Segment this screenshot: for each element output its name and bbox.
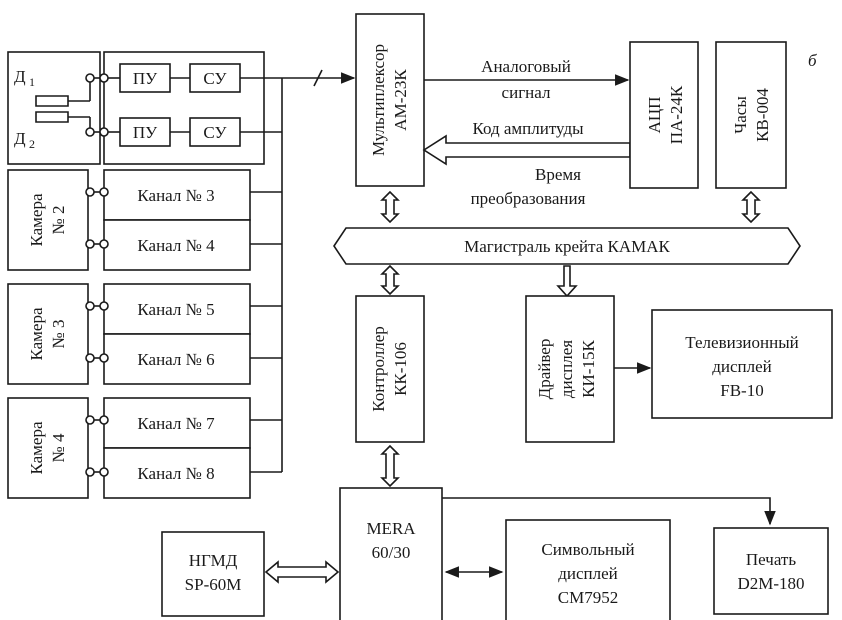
pu-box-1 — [119, 63, 171, 93]
camac-bus — [333, 227, 801, 265]
channel-8-box — [103, 447, 251, 499]
clock-bus-arrow — [741, 190, 761, 224]
camera-2-label-line2: № 2 — [49, 206, 68, 235]
printer-box — [713, 527, 829, 615]
sensor-d2-subscript: 2 — [29, 137, 35, 151]
ngmd-label-line1: НГМД — [189, 551, 238, 570]
camera-3-label-line1: Камера — [27, 307, 46, 360]
symbol-display-label-line3: CM7952 — [558, 588, 618, 607]
camera-3-label-line2: № 3 — [49, 320, 68, 349]
sensor-d1-subscript: 1 — [29, 75, 35, 89]
bus-controller-arrow — [380, 264, 400, 296]
pu-label-1: ПУ — [133, 69, 158, 88]
analog-signal-label-line2: сигнал — [502, 83, 551, 102]
symbol-display-box — [505, 519, 671, 620]
sensor-group: Д 1 Д 2 ПУ СУ ПУ СУ — [7, 51, 282, 165]
tv-display-label-line3: FB-10 — [720, 381, 763, 400]
channel-5-box — [103, 283, 251, 335]
mera-label-line1: MERA — [366, 519, 416, 538]
pu-label-2: ПУ — [133, 123, 158, 142]
channel-8-label: Канал № 8 — [137, 464, 214, 483]
ngmd-label-line2: SP-60M — [185, 575, 242, 594]
controller-label-line1: Контроллер — [369, 326, 388, 412]
tv-display-box — [651, 309, 833, 419]
camera-2-box — [7, 169, 89, 271]
controller-mera-arrow — [380, 444, 400, 488]
bus-driver-arrow — [556, 265, 578, 298]
amplitude-code-label: Код амплитуды — [472, 119, 584, 138]
ngmd-box — [161, 531, 265, 617]
conv-time-label-line1: Время — [535, 165, 581, 184]
detector-plate-1 — [35, 95, 69, 107]
channel-4-box — [103, 219, 251, 271]
multi-line-tick — [313, 69, 323, 87]
multiplexer-label-line2: АМ-23К — [391, 69, 410, 131]
conv-time-label-line2: преобразования — [471, 189, 586, 208]
ngmd-mera-arrow — [264, 560, 340, 584]
adc-label-line2: ПА-24К — [667, 85, 686, 144]
clock-label-line2: КВ-004 — [753, 88, 772, 142]
channel-5-label: Канал № 5 — [137, 300, 214, 319]
mera-label-line2: 60/30 — [372, 543, 411, 562]
controller-box — [355, 295, 425, 443]
printer-label-line1: Печать — [746, 550, 796, 569]
channel-4-label: Канал № 4 — [137, 236, 215, 255]
mera-box — [339, 487, 443, 620]
display-driver-label-line1: Драйвер — [535, 339, 554, 400]
multiplexer-label-line1: Мультиплексор — [369, 44, 388, 156]
display-driver-box — [525, 295, 615, 443]
adc-label-line1: АЦП — [645, 97, 664, 134]
channel-6-label: Канал № 6 — [137, 350, 214, 369]
display-driver-label-line3: КИ-15К — [579, 340, 598, 398]
sensor-box — [7, 51, 101, 165]
camera-3-box — [7, 283, 89, 385]
channel-3-box — [103, 169, 251, 221]
symbol-display-label-line2: дисплей — [558, 564, 618, 583]
sensor-d1-label: Д — [14, 67, 26, 86]
camera-4-label-line1: Камера — [27, 421, 46, 474]
clock-label-line1: Часы — [731, 96, 750, 134]
tv-display-label-line2: дисплей — [712, 357, 772, 376]
su-label-1: СУ — [203, 69, 227, 88]
mux-bus-arrow — [380, 190, 400, 224]
mera-printer-arrow — [442, 497, 776, 526]
printer-label-line2: D2M-180 — [737, 574, 804, 593]
camera-3-group: Камера № 3 Канал № 5 Канал № 6 — [7, 283, 282, 385]
camera-4-group: Камера № 4 Канал № 7 Канал № 8 — [7, 397, 282, 499]
display-driver-label-line2: дисплея — [557, 340, 576, 398]
analog-signal-label-line1: Аналоговый — [481, 57, 571, 76]
amplitude-code-arrow — [422, 134, 631, 166]
camera-2-group: Камера № 2 Канал № 3 Канал № 4 — [7, 169, 282, 271]
clock-box — [715, 41, 787, 189]
camac-bus-label: Магистраль крейта КАМАК — [464, 237, 670, 256]
adc-box — [629, 41, 699, 189]
camera-2-label-line1: Камера — [27, 193, 46, 246]
tv-display-label-line1: Телевизионный — [685, 333, 798, 352]
controller-label-line2: КК-106 — [391, 342, 410, 396]
channel-3-label: Канал № 3 — [137, 186, 214, 205]
channel-7-label: Канал № 7 — [137, 414, 215, 433]
sensor-d2-label: Д — [14, 129, 26, 148]
su-label-2: СУ — [203, 123, 227, 142]
channel-6-box — [103, 333, 251, 385]
symbol-display-label-line1: Символьный — [541, 540, 634, 559]
camera-4-label-line2: № 4 — [49, 433, 68, 462]
camera-4-box — [7, 397, 89, 499]
detector-plate-2 — [35, 111, 69, 123]
figure-label: б — [808, 51, 817, 70]
multiplexer-box — [355, 13, 425, 187]
